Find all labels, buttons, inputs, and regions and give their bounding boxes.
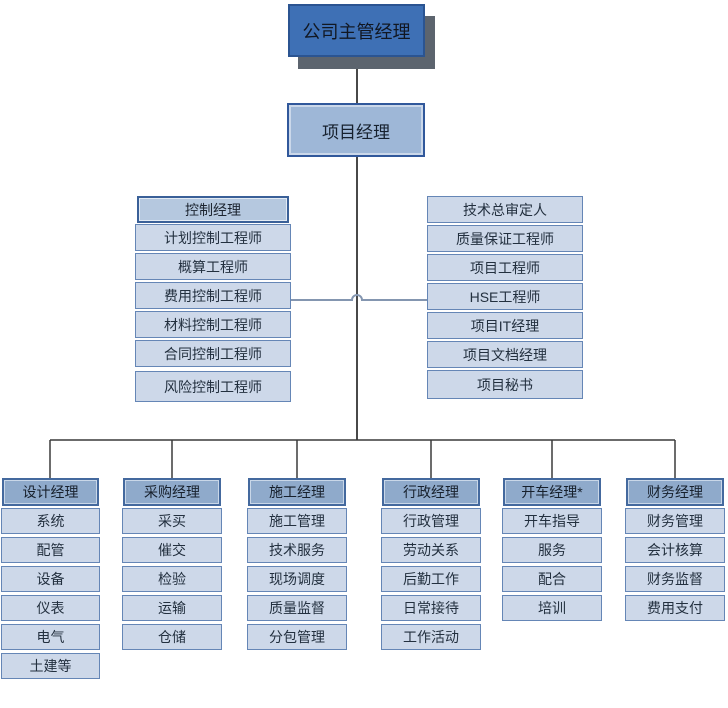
dept-items-construction: 施工管理技术服务现场调度质量监督分包管理 — [247, 508, 347, 650]
dept-header-finance: 财务经理 — [626, 478, 724, 506]
dept-header-startup: 开车经理* — [503, 478, 601, 506]
org-node: 项目IT经理 — [427, 312, 583, 339]
org-node: 电气 — [1, 624, 100, 650]
dept-items-admin: 行政管理劳动关系后勤工作日常接待工作活动 — [381, 508, 481, 650]
org-node: 现场调度 — [247, 566, 347, 592]
node-control-manager: 控制经理 — [137, 196, 289, 223]
dept-column-finance: 财务经理 财务管理会计核算财务监督费用支付 — [625, 478, 725, 624]
org-node: 行政管理 — [381, 508, 481, 534]
org-node: 技术总审定人 — [427, 196, 583, 223]
dept-items-finance: 财务管理会计核算财务监督费用支付 — [625, 508, 725, 621]
org-node: 项目文档经理 — [427, 341, 583, 368]
org-node: 土建等 — [1, 653, 100, 679]
org-node: 采买 — [122, 508, 222, 534]
org-node: 质量保证工程师 — [427, 225, 583, 252]
org-node: 合同控制工程师 — [135, 340, 291, 367]
org-node: 开车指导 — [502, 508, 602, 534]
dept-column-construction: 施工经理 施工管理技术服务现场调度质量监督分包管理 — [247, 478, 347, 653]
org-node: 分包管理 — [247, 624, 347, 650]
dept-column-procurement: 采购经理 采买催交检验运输仓储 — [122, 478, 222, 653]
org-node: 费用控制工程师 — [135, 282, 291, 309]
org-node: 项目工程师 — [427, 254, 583, 281]
dept-items-procurement: 采买催交检验运输仓储 — [122, 508, 222, 650]
dept-column-admin: 行政经理 行政管理劳动关系后勤工作日常接待工作活动 — [381, 478, 481, 653]
org-node: 材料控制工程师 — [135, 311, 291, 338]
dept-header-design: 设计经理 — [2, 478, 99, 506]
org-node: 仪表 — [1, 595, 100, 621]
org-node: 施工管理 — [247, 508, 347, 534]
org-node: 技术服务 — [247, 537, 347, 563]
node-project-manager: 项目经理 — [287, 103, 425, 157]
org-node: 工作活动 — [381, 624, 481, 650]
column-control: 控制经理 计划控制工程师概算工程师费用控制工程师材料控制工程师合同控制工程师风险… — [135, 196, 291, 404]
org-node: 服务 — [502, 537, 602, 563]
dept-column-design: 设计经理 系统配管设备仪表电气土建等 — [1, 478, 100, 682]
dept-column-startup: 开车经理* 开车指导服务配合培训 — [502, 478, 602, 624]
org-node: 运输 — [122, 595, 222, 621]
org-node: 系统 — [1, 508, 100, 534]
org-node: 培训 — [502, 595, 602, 621]
dept-header-procurement: 采购经理 — [123, 478, 221, 506]
org-node: 设备 — [1, 566, 100, 592]
connector-cross-link — [291, 294, 427, 301]
org-node: HSE工程师 — [427, 283, 583, 310]
node-company-director: 公司主管经理 — [288, 4, 425, 57]
dept-header-admin: 行政经理 — [382, 478, 480, 506]
org-node: 财务监督 — [625, 566, 725, 592]
org-node: 风险控制工程师 — [135, 371, 291, 402]
org-node: 检验 — [122, 566, 222, 592]
org-node: 日常接待 — [381, 595, 481, 621]
org-node: 概算工程师 — [135, 253, 291, 280]
org-node: 仓储 — [122, 624, 222, 650]
org-node: 计划控制工程师 — [135, 224, 291, 251]
org-node: 会计核算 — [625, 537, 725, 563]
control-items: 计划控制工程师概算工程师费用控制工程师材料控制工程师合同控制工程师风险控制工程师 — [135, 224, 291, 402]
org-node: 配管 — [1, 537, 100, 563]
org-node: 质量监督 — [247, 595, 347, 621]
org-node: 费用支付 — [625, 595, 725, 621]
dept-items-design: 系统配管设备仪表电气土建等 — [1, 508, 100, 679]
org-node: 配合 — [502, 566, 602, 592]
dept-items-startup: 开车指导服务配合培训 — [502, 508, 602, 621]
dept-header-construction: 施工经理 — [248, 478, 346, 506]
org-node: 劳动关系 — [381, 537, 481, 563]
org-node: 后勤工作 — [381, 566, 481, 592]
org-node: 项目秘书 — [427, 370, 583, 399]
org-node: 财务管理 — [625, 508, 725, 534]
org-node: 催交 — [122, 537, 222, 563]
